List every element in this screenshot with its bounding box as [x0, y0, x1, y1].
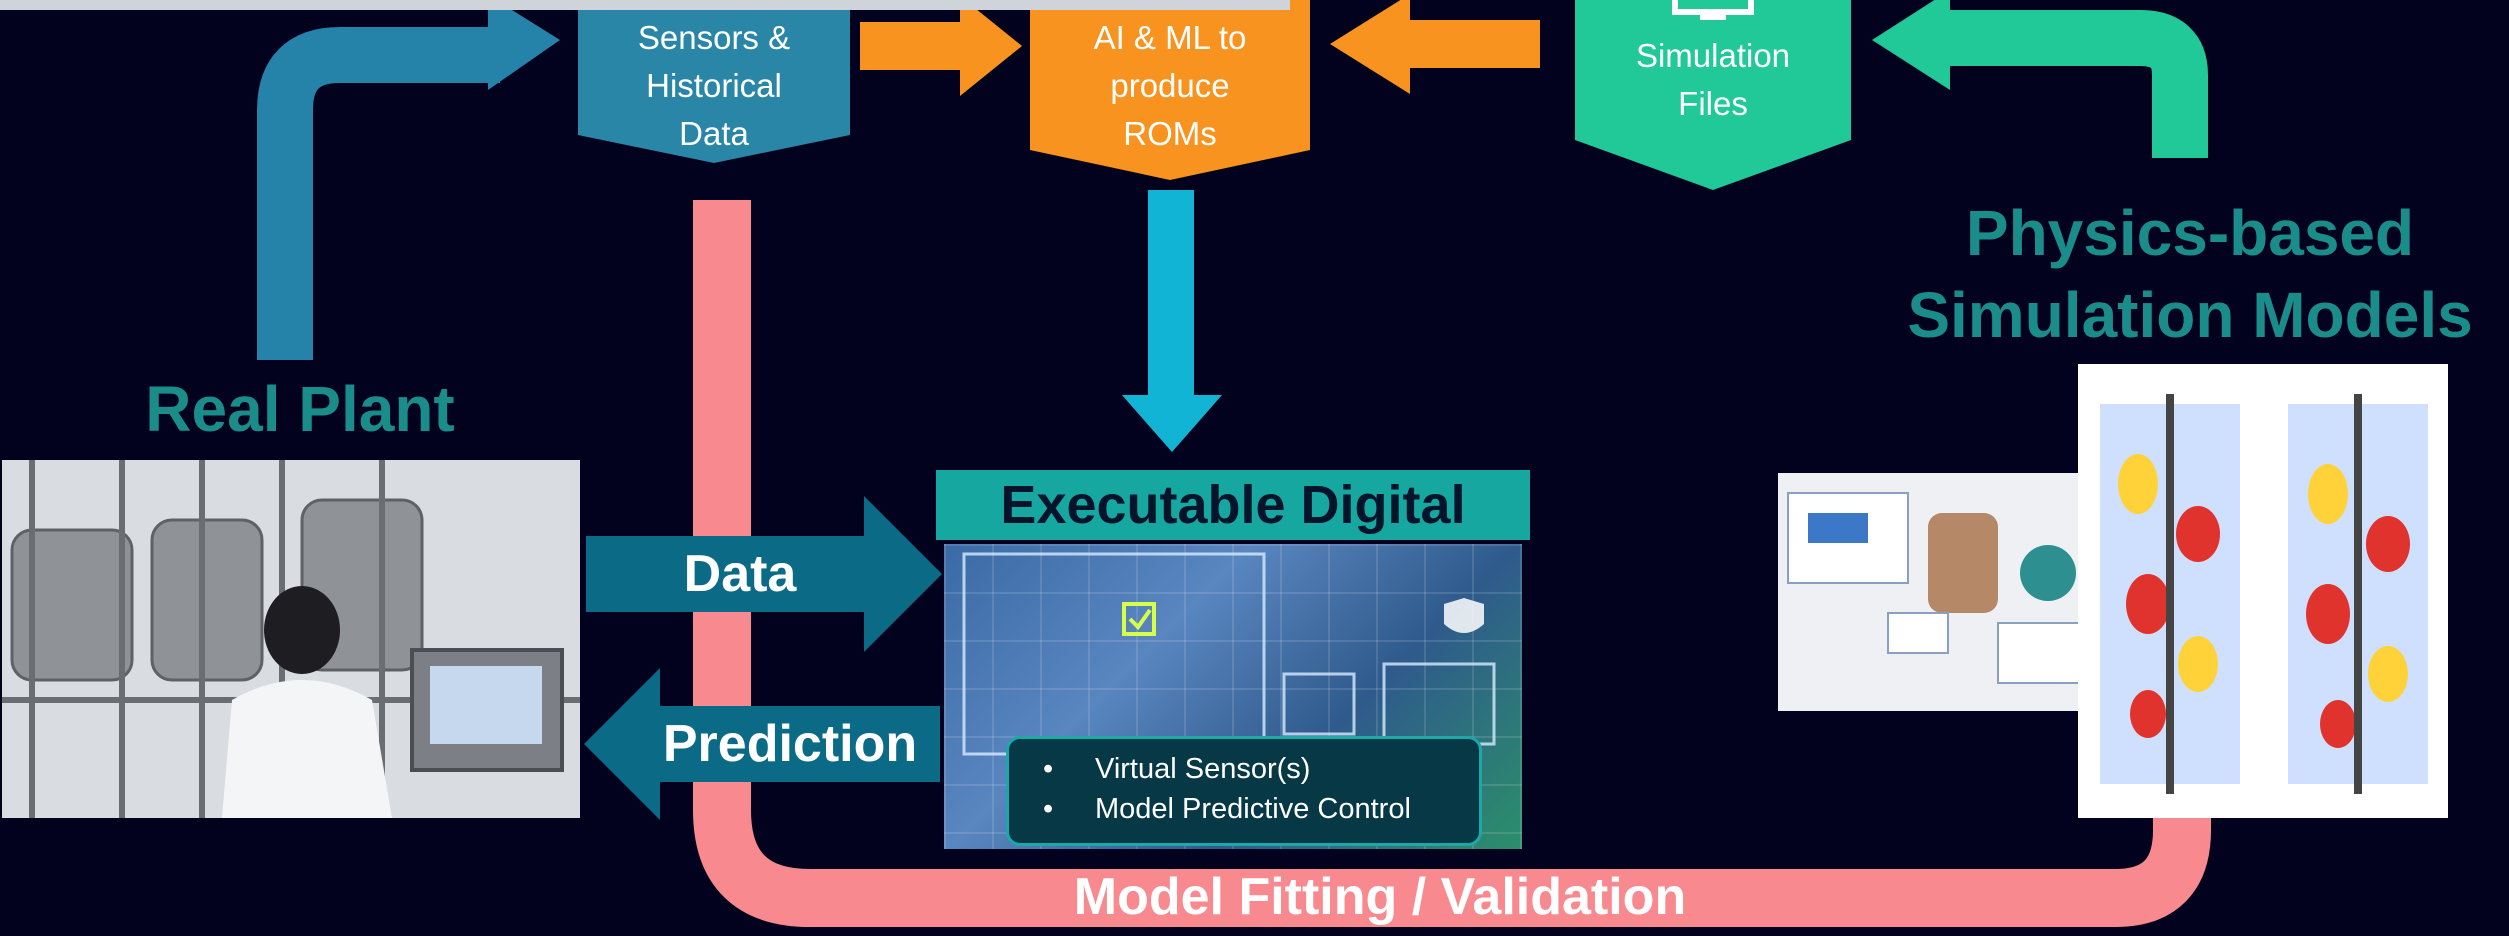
ai-to-twin-shaft — [1148, 190, 1194, 395]
simulation-label: Simulation Files — [1635, 37, 1791, 122]
data-arrow-label: Data — [683, 545, 797, 603]
ai-ml-label: AI & ML to produce ROMs — [1093, 19, 1247, 152]
ai-to-twin-head — [1122, 395, 1222, 452]
physics-to-sim-arrow — [1935, 10, 2208, 158]
sensors-to-ai-shaft — [860, 22, 970, 70]
sim-to-ai-shaft — [1400, 20, 1540, 68]
sensors-to-ai-head — [960, 0, 1022, 96]
prediction-arrow-head — [584, 668, 660, 820]
sensors-label: Sensors & Historical Data — [637, 19, 791, 152]
monitor-icon — [1672, 0, 1754, 20]
ai-ml-box — [1030, 0, 1310, 180]
prediction-arrow-shaft — [650, 706, 940, 782]
prediction-arrow-label: Prediction — [662, 715, 918, 773]
plant-to-sensors-arrow — [257, 27, 500, 360]
simulation-box — [1575, 0, 1851, 190]
window-title-bar — [0, 0, 1290, 10]
cfd-simulation-image — [2078, 364, 2448, 818]
capability-item: Model Predictive Control — [1009, 789, 1479, 829]
plant-photo — [2, 460, 580, 818]
data-arrow-shaft — [586, 536, 876, 612]
sensors-box — [578, 0, 850, 163]
plant-to-sensors-arrowhead — [488, 0, 560, 90]
simulation-software-screenshot — [1778, 473, 2106, 711]
fitting-label: Model Fitting / Validation — [1073, 868, 1687, 926]
data-arrow-head — [864, 496, 942, 652]
capability-item: Virtual Sensor(s) — [1009, 749, 1479, 789]
digital-twin-capabilities: Virtual Sensor(s) Model Predictive Contr… — [1006, 736, 1482, 846]
physics-label: Physics-based Simulation Models — [1907, 197, 2473, 351]
fitting-arrow — [693, 200, 2211, 927]
digital-twin-title: Executable Digital Twin — [936, 470, 1530, 605]
sim-to-ai-head — [1330, 0, 1410, 94]
physics-to-sim-head — [1872, 0, 1950, 90]
real-plant-label: Real Plant — [145, 373, 455, 445]
